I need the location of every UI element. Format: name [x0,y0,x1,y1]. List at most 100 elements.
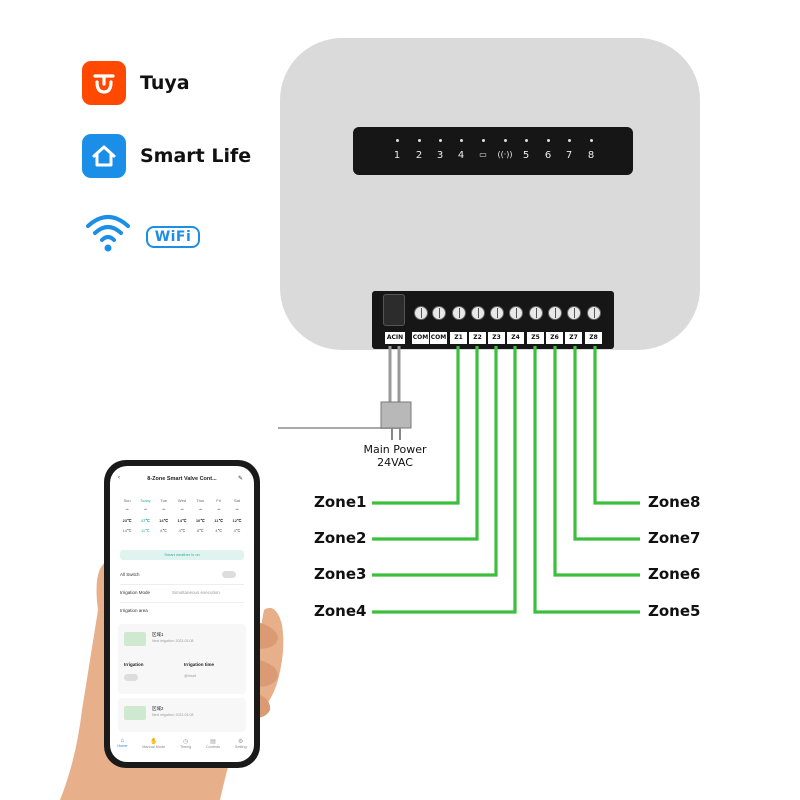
irrigation-mode-row[interactable]: Irrigation Mode Simultaneous execution [120,590,244,595]
led-indicator [432,139,448,142]
terminal-screw [471,306,485,320]
gear-icon: ⚙ [238,739,244,745]
tuya-label: Tuya [140,72,190,94]
nav-item[interactable]: ✋Manual Mode [142,738,165,749]
terminal-label: Z4 [507,332,524,344]
led-indicator [497,139,513,142]
cloud-icon: ☁ [198,506,203,511]
wifi-label: WiFi [154,229,192,245]
irrigation-area-row[interactable]: Irrigation area [120,608,244,613]
edit-icon[interactable]: ✎ [238,476,244,482]
irrigation-mode-value: Simultaneous execution [172,590,220,595]
terminal-screw [452,306,466,320]
led-indicator [583,139,599,142]
zone-wire-left [372,346,498,577]
terminal-label: Z3 [488,332,505,344]
main-power-line1: Main Power [363,443,427,456]
nav-item[interactable]: ◷Timing [180,738,191,749]
terminal-screw [529,306,543,320]
zone-card-name: 区域2 [152,706,164,711]
zone-wire-left [372,346,460,505]
all-switch-toggle[interactable] [222,571,236,578]
led-indicator [411,139,427,142]
cloud-icon: ☁ [143,506,148,511]
weather-high: 14℃ [177,518,187,523]
weather-high: 23℃ [122,518,132,523]
zone-label: Zone1 [314,493,367,511]
terminal-label: Z5 [527,332,544,344]
irrigation-label: Irrigation [124,662,144,667]
zone-card-2[interactable]: 区域2 Next irrigation: 2023-03-08 [118,698,246,732]
weather-low: 6℃ [196,528,204,533]
divider [120,602,244,603]
terminal-label: Z1 [450,332,467,344]
led-dot [524,139,528,142]
zone-label: Zone7 [648,529,701,547]
weather-day: Today [139,498,151,503]
led-number: 6 [544,150,552,161]
terminal-screw [567,306,581,320]
weather-icons: ☁ ☁ ☁ ☁ ☁ ☁ ☁ [120,506,244,511]
irrigation-mode-label: Irrigation Mode [120,590,151,595]
divider [120,584,244,585]
irrigation-time-label: Irrigation time [184,662,215,667]
led-indicator [389,139,405,142]
zone-wire-right [553,346,640,577]
weather-low: 4℃ [178,528,186,533]
led-dot [417,139,421,142]
terminal-screw [548,306,562,320]
weather-high: 14℃ [159,518,169,523]
back-icon[interactable]: ‹ [118,475,120,481]
weather-day: Tue [160,498,168,503]
weather-low: 14℃ [122,528,132,533]
weather-low: 4℃ [233,528,241,533]
irrigation-toggle[interactable] [124,674,138,681]
nav-label: Controls [205,745,221,749]
weather-day: Thur [196,498,205,503]
clock-icon: ◷ [182,739,189,745]
terminal-screw [490,306,504,320]
smart-weather-banner[interactable]: Smart weather is on [120,550,244,560]
led-indicator [561,139,577,142]
terminal-label: ACIN [385,332,405,344]
zone-thumbnail [124,706,146,720]
led-dot [481,139,485,142]
zone-label: Zone8 [648,493,701,511]
zone-card-name: 区域1 [152,632,164,637]
zone-card-1[interactable]: 区域1 Next irrigation: 2023-03-08 Irrigati… [118,624,246,694]
led-number: 2 [415,150,423,161]
zone-card-next: Next irrigation: 2023-03-08 [152,639,194,643]
nav-label: Manual Mode [142,745,166,749]
terminal-label: COM [430,332,447,344]
ac-input-connector [383,294,405,326]
zone-label: Zone2 [314,529,367,547]
tuya-logo-icon [82,61,126,105]
hand-icon: ✋ [149,739,158,745]
terminal-screw [414,306,428,320]
led-number: 3 [436,150,444,161]
led-number: 1 [393,150,401,161]
terminal-label: COM [412,332,429,344]
terminal-label: Z2 [469,332,486,344]
cloud-icon: ☁ [161,506,166,511]
wifi-icon [84,210,132,259]
cloud-icon: ☁ [234,506,239,511]
nav-item[interactable]: ⌂Home [117,738,127,749]
terminal-screw [587,306,601,320]
nav-item[interactable]: ▤Controls [206,738,220,749]
wifi-logo: WiFi [146,226,200,248]
terminal-label: Z7 [565,332,582,344]
nav-label: Setting [234,745,247,749]
nav-item[interactable]: ⚙Setting [235,738,247,749]
led-dot [395,139,399,142]
zone-wire-right [573,346,640,541]
cloud-icon: ☁ [179,506,184,511]
controls-icon: ▤ [210,739,216,745]
zone-wire-right [533,346,640,614]
led-number: 5 [522,150,530,161]
smart-life-home-icon [82,134,126,178]
